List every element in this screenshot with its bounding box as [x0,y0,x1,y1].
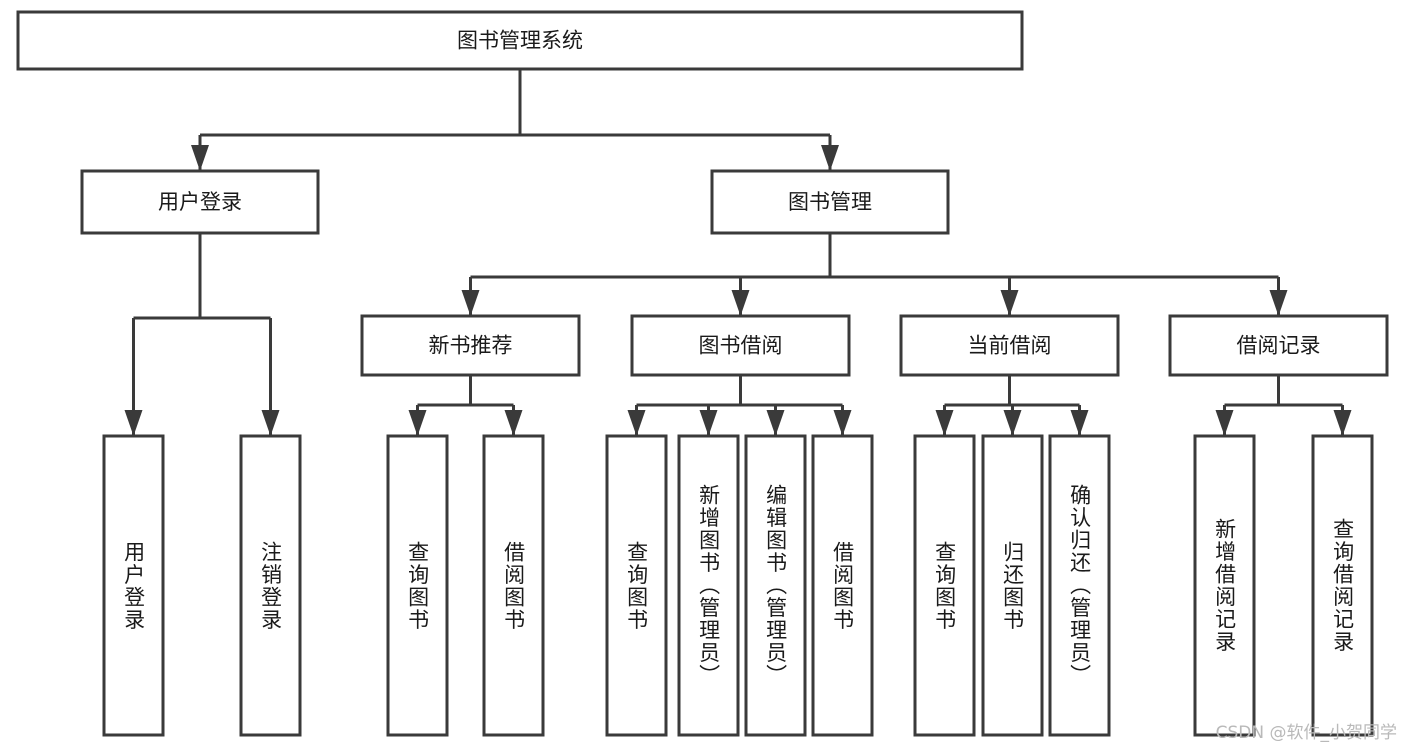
node-rect-leaf_12[interactable] [1311,434,1374,737]
node-rect-l2_0[interactable] [80,169,320,235]
node-rect-leaf_10[interactable] [1048,434,1111,737]
node-rect-l3_2[interactable] [899,314,1120,377]
arrow-head-icon [461,290,480,316]
arrow-head-icon [1215,410,1234,436]
arrow-head-icon [1003,410,1022,436]
node-rect-leaf_7[interactable] [811,434,874,737]
node-rect-leaf_4[interactable] [605,434,668,737]
node-rect-leaf_11[interactable] [1193,434,1256,737]
node-rect-l2_1[interactable] [710,169,950,235]
node-leaf_8[interactable] [913,434,976,737]
node-rect-leaf_2[interactable] [386,434,449,737]
node-leaf_9[interactable] [981,434,1044,737]
arrow-head-icon [833,410,852,436]
node-rect-l3_0[interactable] [360,314,581,377]
node-root[interactable]: 图书管理系统 [16,10,1024,71]
arrow-head-icon [766,410,785,436]
arrow-head-icon [731,290,750,316]
node-rect-leaf_3[interactable] [482,434,545,737]
node-rect-l3_3[interactable] [1168,314,1389,377]
node-leaf_4[interactable] [605,434,668,737]
node-l2_0[interactable]: 用户登录 [80,169,320,235]
arrow-head-icon [191,145,209,171]
arrow-head-icon [504,410,523,436]
node-label-l2_1: 图书管理 [788,190,872,214]
arrow-head-icon [1269,290,1288,316]
node-label-l3_2: 当前借阅 [968,334,1052,358]
node-label-l3_0: 新书推荐 [429,334,513,358]
node-leaf_11[interactable] [1193,434,1256,737]
node-l3_0[interactable]: 新书推荐 [360,314,581,377]
node-rect-leaf_1[interactable] [239,434,302,737]
arrow-head-icon [699,410,718,436]
arrow-head-icon [261,410,280,436]
arrow-head-icon [124,410,143,436]
arrow-head-icon [627,410,646,436]
node-leaf_0[interactable] [102,434,165,737]
node-leaf_3[interactable] [482,434,545,737]
node-l2_1[interactable]: 图书管理 [710,169,950,235]
node-l3_3[interactable]: 借阅记录 [1168,314,1389,377]
node-rect-l3_1[interactable] [630,314,851,377]
arrow-head-icon [408,410,427,436]
node-rect-leaf_0[interactable] [102,434,165,737]
arrow-head-icon [821,145,839,171]
arrow-head-icon [1070,410,1089,436]
node-rect-leaf_6[interactable] [744,434,807,737]
arrow-head-icon [1000,290,1019,316]
node-leaf_5[interactable] [677,434,740,737]
node-label-l2_0: 用户登录 [158,190,242,214]
arrow-head-icon [1333,410,1352,436]
node-leaf_7[interactable] [811,434,874,737]
node-leaf_6[interactable] [744,434,807,737]
node-leaf_2[interactable] [386,434,449,737]
arrow-head-icon [935,410,954,436]
node-label-l3_3: 借阅记录 [1237,334,1321,358]
node-leaf_1[interactable] [239,434,302,737]
node-rect-leaf_5[interactable] [677,434,740,737]
node-rect-root[interactable] [16,10,1024,71]
node-label-l3_1: 图书借阅 [699,334,783,358]
node-label-root: 图书管理系统 [457,29,583,53]
node-rect-leaf_8[interactable] [913,434,976,737]
node-leaf_10[interactable] [1048,434,1111,737]
node-l3_1[interactable]: 图书借阅 [630,314,851,377]
watermark-text: CSDN @软件_小贺同学 [1215,723,1397,743]
node-leaf_12[interactable] [1311,434,1374,737]
node-l3_2[interactable]: 当前借阅 [899,314,1120,377]
node-rect-leaf_9[interactable] [981,434,1044,737]
edge-layer [124,69,1352,436]
